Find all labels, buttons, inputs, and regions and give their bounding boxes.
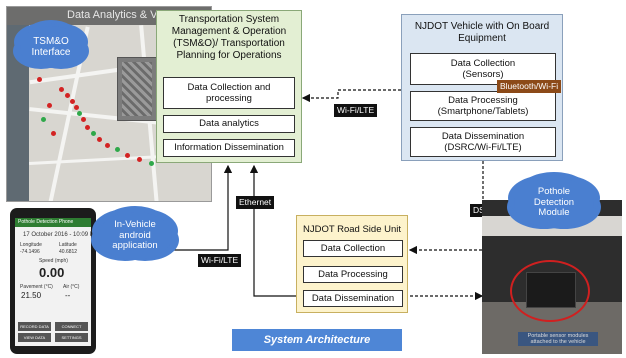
map-marker	[91, 131, 96, 136]
map-marker	[125, 153, 130, 158]
map-marker	[65, 93, 70, 98]
phone-pavement: 21.50	[21, 291, 42, 300]
map-marker	[149, 161, 154, 166]
wifi-lte-top-tag: Wi-Fi/LTE	[334, 104, 378, 118]
map-marker	[81, 117, 86, 122]
dsrc-link	[408, 161, 484, 255]
wifi-lte-left-tag: Wi-Fi/LTE	[198, 254, 242, 268]
tsmo-box: Transportation System Management & Opera…	[156, 10, 302, 163]
vehicle-box: NJDOT Vehicle with On Board Equipment Da…	[401, 14, 563, 161]
wifi-lte-top-link	[301, 89, 401, 103]
vehicle-title: NJDOT Vehicle with On Board Equipment	[414, 21, 550, 44]
in-vehicle-app-cloud: In-Vehicle android application	[98, 212, 172, 260]
android-phone: Pothole Detection Phone 17 October 2016 …	[10, 208, 99, 354]
phone-latitude: 40.6812	[59, 249, 78, 255]
ethernet-tag: Ethernet	[236, 196, 275, 210]
vehicle-data-collection: Data Collection (Sensors)	[410, 53, 556, 85]
vehicle-data-processing: Data Processing (Smartphone/Tablets)	[410, 91, 556, 121]
figure-caption: System Architecture	[232, 329, 402, 351]
map-marker	[85, 125, 90, 130]
rsu-data-processing: Data Processing	[303, 266, 403, 283]
settings-button[interactable]: SETTINGS	[55, 333, 88, 342]
map-marker	[105, 143, 110, 148]
rsu-data-dissemination: Data Dissemination	[303, 290, 403, 307]
ethernet-link	[249, 164, 296, 297]
tsmo-data-collection: Data Collection and processing	[163, 77, 295, 109]
connect-device-button[interactable]: CONNECT DEVICE	[55, 322, 88, 338]
phone-speed-label: Speed (mph)	[39, 258, 68, 264]
phone-datetime: 17 October 2016 - 10:09 PM	[23, 232, 99, 238]
photo-caption: Portable sensor modules attached to the …	[518, 332, 598, 347]
map-marker	[47, 103, 52, 108]
pothole-module-label: Pothole Detection Module	[533, 185, 575, 219]
phone-screen: Pothole Detection Phone 17 October 2016 …	[15, 218, 99, 346]
vehicle-data-dissemination: Data Dissemination (DSRC/Wi-Fi/LTE)	[410, 127, 556, 157]
phone-app-title: Pothole Detection Phone	[18, 219, 74, 225]
map-marker	[77, 111, 82, 116]
tsmo-title: Transportation System Management & Opera…	[171, 14, 287, 61]
map-marker	[115, 147, 120, 152]
map-marker	[70, 99, 75, 104]
map-marker	[74, 105, 79, 110]
tsmo-information-dissemination: Information Dissemination	[163, 139, 295, 157]
phone-longitude: -74.1496	[20, 249, 40, 255]
map-marker	[51, 131, 56, 136]
tsmo-interface-cloud: TSM&O Interface	[20, 26, 82, 68]
phone-air-label: Air (°C)	[63, 284, 80, 290]
rsu-title: NJDOT Road Side Unit	[302, 224, 402, 235]
map-marker	[137, 157, 142, 162]
bluetooth-wifi-tag: Bluetooth/Wi-Fi	[497, 80, 562, 94]
rsu-data-collection: Data Collection	[303, 240, 403, 257]
view-data-button[interactable]: VIEW DATA	[18, 333, 51, 342]
phone-app-bar: Pothole Detection Phone	[15, 218, 91, 227]
map-sidebar	[7, 25, 29, 201]
rsu-box: NJDOT Road Side Unit Data Collection Dat…	[296, 215, 408, 313]
map-marker	[97, 137, 102, 142]
map-marker	[37, 77, 42, 82]
map-thumbnail	[117, 57, 157, 121]
phone-longitude-label: Longitude	[20, 242, 42, 248]
phone-latitude-label: Latitude	[59, 242, 77, 248]
phone-speed: 0.00	[39, 265, 65, 280]
in-vehicle-app-label: In-Vehicle android application	[112, 218, 158, 252]
record-data-button[interactable]: RECORD DATA	[18, 322, 51, 331]
highlight-ring	[510, 260, 590, 322]
map-marker	[41, 117, 46, 122]
tsmo-interface-label: TSM&O Interface	[31, 35, 71, 59]
phone-air: --	[65, 291, 71, 300]
pothole-module-cloud: Pothole Detection Module	[514, 178, 594, 228]
tsmo-data-analytics: Data analytics	[163, 115, 295, 133]
phone-pavement-label: Pavement (°C)	[20, 284, 53, 290]
map-marker	[59, 87, 64, 92]
